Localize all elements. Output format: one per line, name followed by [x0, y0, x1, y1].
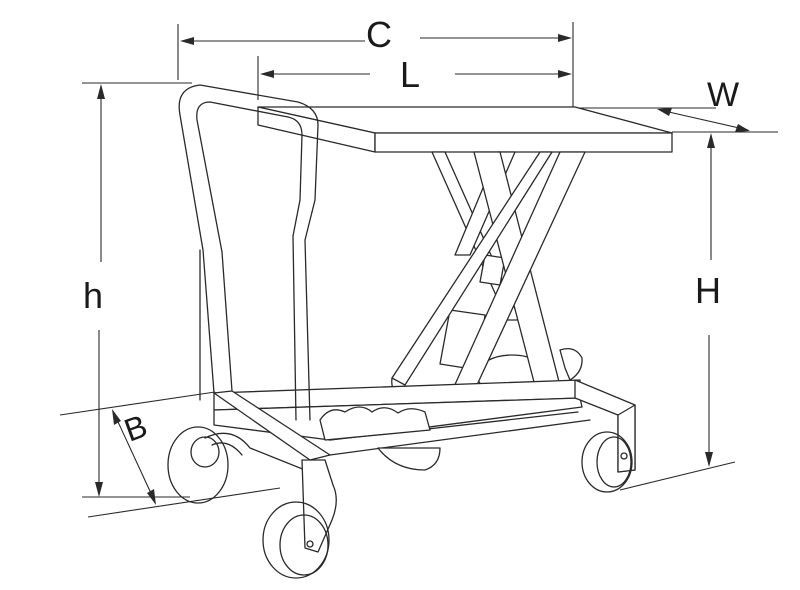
- scissor-arms: [391, 151, 586, 406]
- rear-wheel-left: [167, 426, 306, 504]
- dimension-label-c: C: [366, 14, 392, 55]
- dimension-l: [257, 56, 572, 100]
- platform: [257, 106, 673, 153]
- dimension-h-handle-height: [82, 82, 192, 498]
- front-caster-wheel: [262, 459, 337, 579]
- dimension-label-h-lower: h: [83, 275, 104, 316]
- dimension-c: [177, 22, 574, 108]
- dimension-label-l: L: [400, 54, 421, 95]
- dimension-h-max-height: [619, 133, 736, 491]
- base-frame: [213, 379, 636, 473]
- dimension-label-h-upper: H: [695, 270, 721, 311]
- push-handle: [178, 84, 331, 461]
- front-wheel-right: [581, 431, 633, 493]
- dimension-w: [575, 107, 778, 133]
- dimension-label-w: W: [707, 76, 740, 114]
- dimension-b: [59, 391, 281, 518]
